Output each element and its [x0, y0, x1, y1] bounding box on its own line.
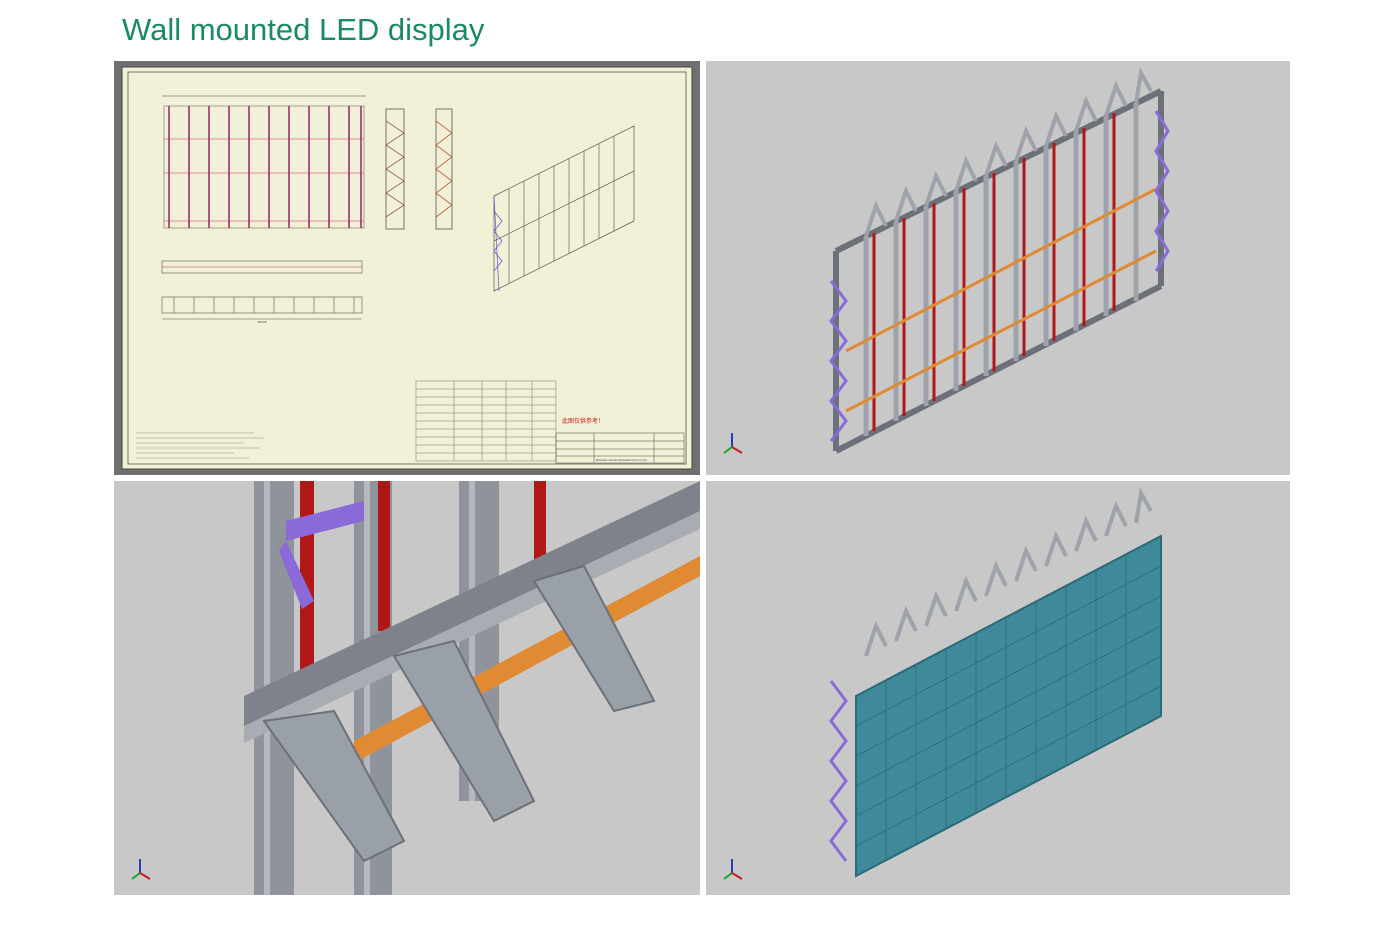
axis-triad-icon — [131, 859, 151, 880]
frame-3d-view — [706, 61, 1290, 475]
led-module-grid — [855, 554, 1162, 860]
axis-triad-icon — [723, 859, 743, 880]
side-braces — [829, 680, 848, 862]
company-name: Shenzhen Giantec Optoelectronics Co.,Ltd — [596, 459, 647, 462]
purple-brace — [279, 501, 364, 609]
reference-note: 此图仅供参考！ — [562, 417, 604, 425]
cad-drawing-panel: 16120 此图仅供参考！ Shenzhen Giantec Optoelect… — [114, 61, 700, 475]
angled-supports — [262, 564, 656, 863]
drawing-notes — [136, 432, 264, 459]
screen-mounted-panel — [706, 481, 1290, 895]
cad-drawing-sheet: 16120 此图仅供参考！ Shenzhen Giantec Optoelect… — [114, 61, 700, 475]
plan-view-drawing — [161, 260, 363, 320]
parts-table — [415, 380, 557, 462]
top-brackets — [864, 67, 1153, 237]
axis-triad-icon — [723, 433, 743, 454]
title-block — [555, 432, 685, 464]
screen-mounted-view — [706, 481, 1290, 895]
detail-closeup-view — [114, 481, 700, 895]
dimension-label: 16120 — [257, 320, 267, 324]
detail-closeup-panel — [114, 481, 700, 895]
side-braces — [829, 110, 1170, 442]
top-brackets — [864, 487, 1153, 657]
isometric-frame-drawing — [493, 125, 635, 292]
orange-rods — [845, 187, 1157, 413]
page-title: Wall mounted LED display — [122, 12, 485, 47]
front-elevation-drawing — [162, 95, 366, 229]
side-view-drawing — [385, 108, 453, 230]
frame-3d-view-panel — [706, 61, 1290, 475]
